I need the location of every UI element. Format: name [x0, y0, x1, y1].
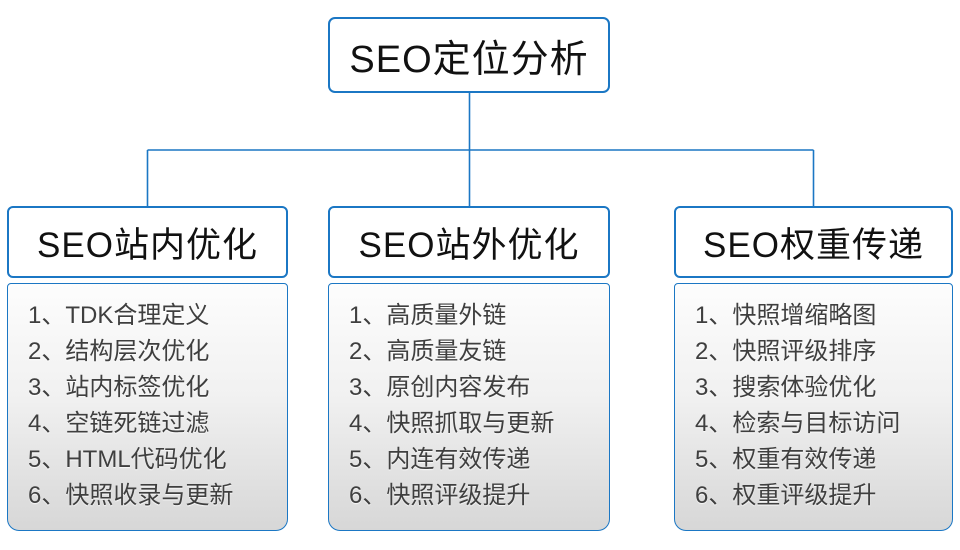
list-item: 5、权重有效传递: [695, 446, 877, 473]
list-item: 3、站内标签优化: [28, 374, 210, 401]
list-item: 1、高质量外链: [349, 302, 507, 329]
column-header-label: SEO权重传递: [703, 225, 924, 265]
column-header-offsite: SEO站外优化: [328, 206, 610, 278]
list-item: 4、快照抓取与更新: [349, 410, 555, 437]
column-list-offsite: 1、高质量外链 2、高质量友链 3、原创内容发布 4、快照抓取与更新 5、内连有…: [328, 283, 610, 531]
list-item: 4、空链死链过滤: [28, 410, 210, 437]
list-item: 4、检索与目标访问: [695, 410, 901, 437]
list-item: 2、快照评级排序: [695, 338, 877, 365]
list-item: 1、TDK合理定义: [28, 302, 210, 329]
list-item: 2、结构层次优化: [28, 338, 210, 365]
root-node: SEO定位分析: [328, 17, 610, 93]
column-header-weight: SEO权重传递: [674, 206, 953, 278]
root-node-label: SEO定位分析: [349, 38, 589, 81]
list-item: 6、权重评级提升: [695, 482, 877, 509]
column-list-weight: 1、快照增缩略图 2、快照评级排序 3、搜索体验优化 4、检索与目标访问 5、权…: [674, 283, 953, 531]
list-item: 3、搜索体验优化: [695, 374, 877, 401]
list-item: 6、快照收录与更新: [28, 482, 234, 509]
list-item: 6、快照评级提升: [349, 482, 531, 509]
list-item: 1、快照增缩略图: [695, 302, 877, 329]
column-header-onsite: SEO站内优化: [7, 206, 288, 278]
list-item: 3、原创内容发布: [349, 374, 531, 401]
list-item: 5、HTML代码优化: [28, 446, 227, 473]
column-list-onsite: 1、TDK合理定义 2、结构层次优化 3、站内标签优化 4、空链死链过滤 5、H…: [7, 283, 288, 531]
list-item: 5、内连有效传递: [349, 446, 531, 473]
column-header-label: SEO站外优化: [358, 225, 580, 265]
column-header-label: SEO站内优化: [37, 225, 258, 265]
list-item: 2、高质量友链: [349, 338, 507, 365]
